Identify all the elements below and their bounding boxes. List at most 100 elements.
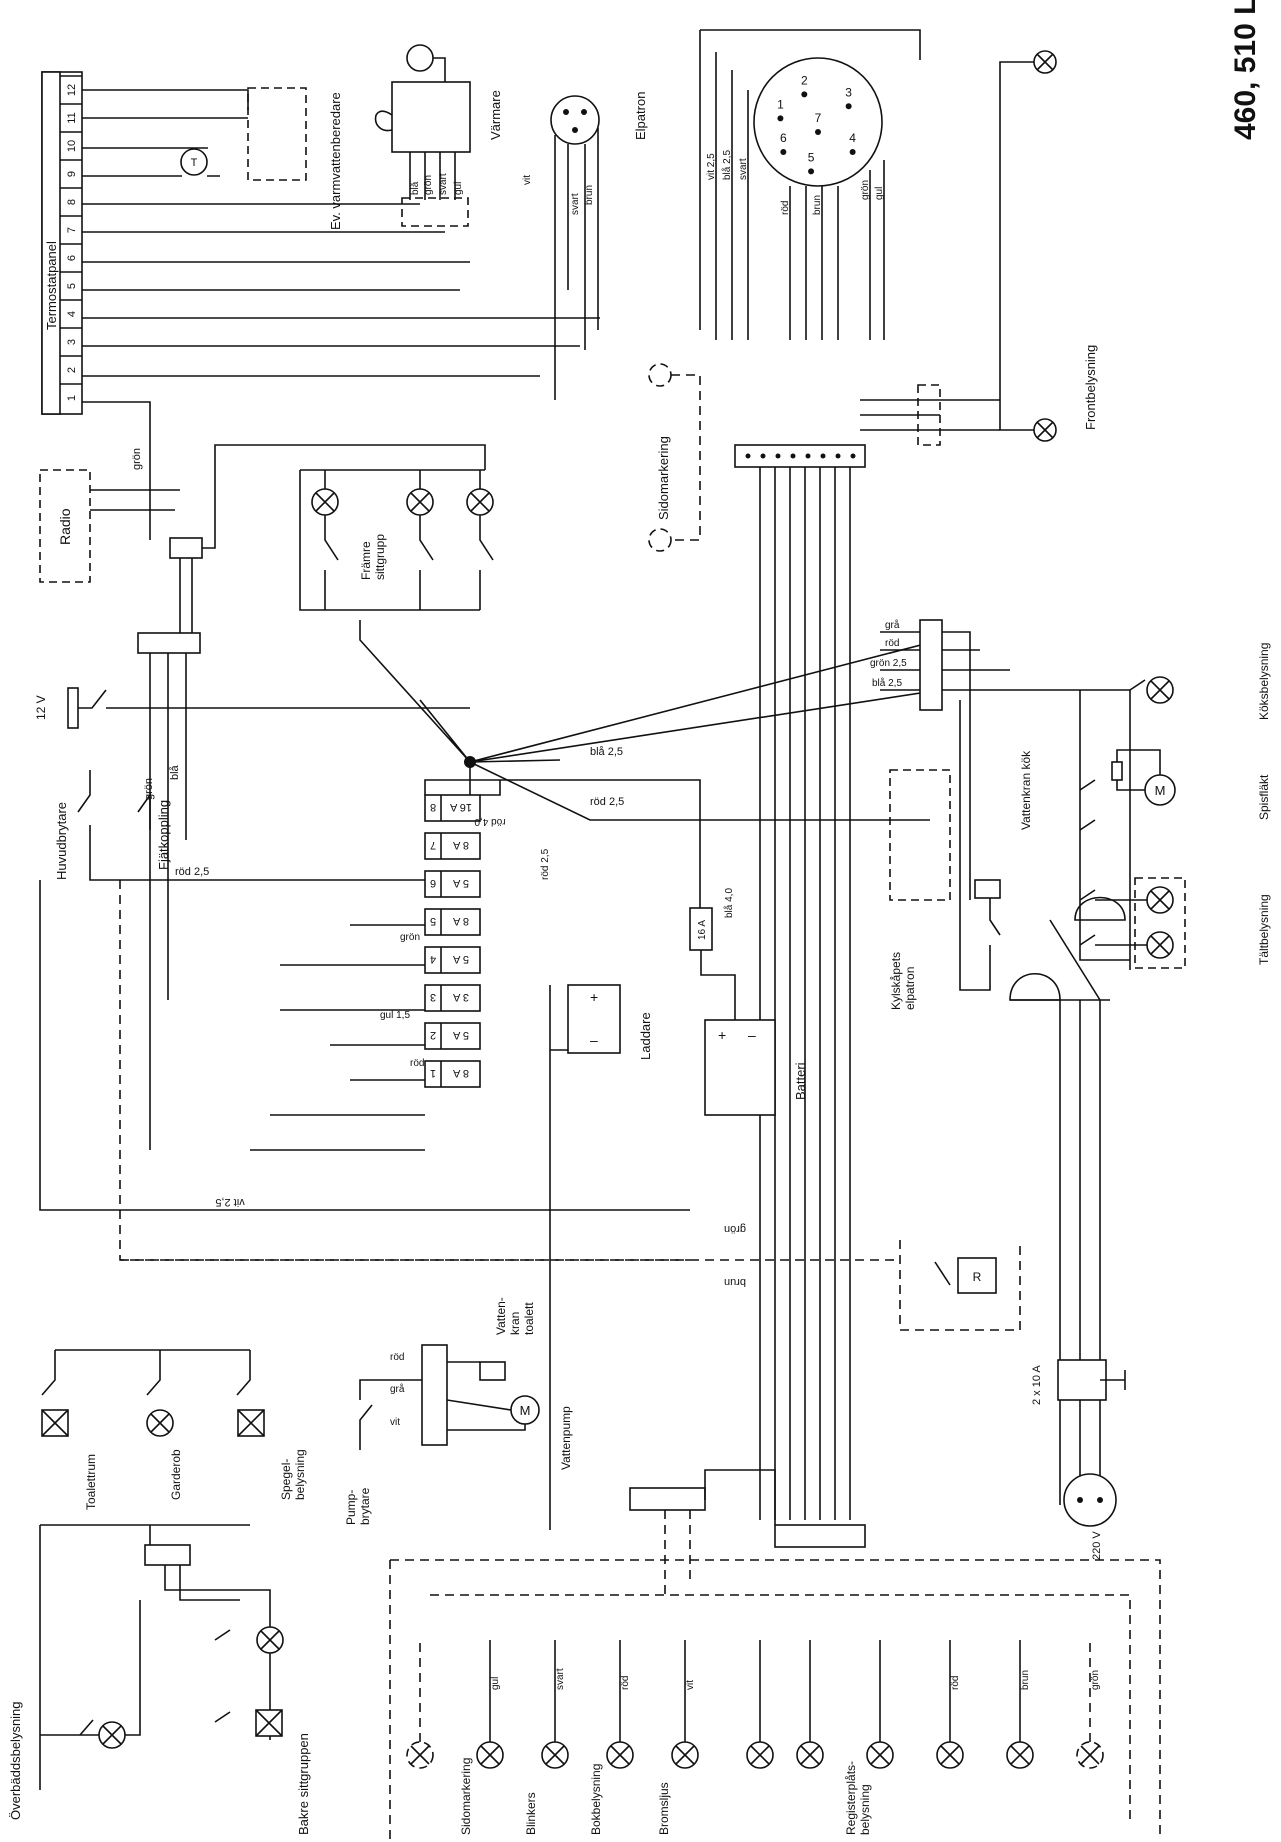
v12-label: 12 V bbox=[34, 695, 48, 720]
wire-label-svart-3: svart bbox=[738, 158, 749, 180]
wire-label-vit25-long: vit 2,5 bbox=[215, 1196, 244, 1208]
wire-label-gron-c: grön bbox=[860, 180, 871, 200]
vattenkran-kok-label: Vattenkran kök bbox=[1019, 750, 1033, 830]
rear-lamp bbox=[936, 1640, 964, 1769]
radio-terminal-strip bbox=[137, 632, 201, 654]
framre-label-2: sittgrupp bbox=[373, 534, 387, 580]
elpatron-label: Elpatron bbox=[633, 92, 648, 140]
fjatkoppling-label: Fjätkoppling bbox=[156, 800, 171, 870]
rear-bed-lights: Överbäddsbelysning Bakre sittgruppen bbox=[8, 1524, 311, 1835]
wire-label-gul15: gul 1,5 bbox=[380, 1010, 410, 1021]
taltbelysning-label: Tältbelysning bbox=[1257, 894, 1271, 965]
batteri-minus: – bbox=[748, 1027, 756, 1043]
relay-label: R bbox=[973, 1270, 982, 1284]
sidomarkering-top-lamp-1 bbox=[648, 363, 672, 387]
rear-lamp bbox=[671, 1640, 699, 1769]
registerplats-label-2: belysning bbox=[858, 1784, 872, 1835]
connector-pin-1: 1 bbox=[777, 97, 784, 111]
fuse-rating: 8 A bbox=[452, 839, 469, 851]
toalett-group: Toalettrum Garderob Spegel- belysning bbox=[41, 1349, 307, 1510]
thermostat-t-label: T bbox=[191, 157, 198, 169]
wire-label-vit25: vit 2,5 bbox=[706, 153, 717, 180]
terminal-11: 11 bbox=[66, 112, 78, 123]
terminal-5: 5 bbox=[66, 283, 78, 289]
rear-wire-label: grön bbox=[1090, 1670, 1101, 1690]
mains-220v: 2 x 10 A 220 V bbox=[1009, 896, 1126, 1560]
terminal-1: 1 bbox=[66, 395, 78, 401]
rear-lamp bbox=[606, 1640, 634, 1769]
batteri-plus: + bbox=[718, 1027, 726, 1043]
wire-label-bla-2: blå bbox=[169, 764, 181, 780]
fuse-number: 8 bbox=[430, 801, 436, 813]
thermostat-sensor-icon bbox=[180, 148, 208, 176]
fuse-rating: 5 A bbox=[452, 953, 469, 965]
wire-label-rod25: röd 2,5 bbox=[175, 866, 209, 878]
blinkers-label: Blinkers bbox=[524, 1792, 538, 1835]
elpatron-socket-icon bbox=[550, 95, 600, 145]
fuse-number: 3 bbox=[430, 991, 436, 1003]
varmare: Värmare blå grön svart gul bbox=[374, 44, 503, 227]
rear-lamp bbox=[1076, 1640, 1104, 1769]
fuse-rating: 5 A bbox=[452, 1029, 469, 1041]
sidomarkering-bottom-label: Sidomarkering bbox=[459, 1758, 473, 1835]
wire-label-gron-1: grön bbox=[131, 448, 143, 470]
varmvatten-label: Ev. varmvattenberedare bbox=[328, 92, 343, 230]
wire-label-rod-f3: röd bbox=[410, 1058, 424, 1069]
rear-lamp bbox=[1006, 1640, 1034, 1769]
kran-toa-label-1: Vatten- bbox=[494, 1297, 508, 1335]
batteri-box bbox=[704, 1019, 776, 1116]
frontbelysning-label: Frontbelysning bbox=[1083, 345, 1098, 430]
termostatpanel-label: Termostatpanel bbox=[44, 241, 59, 330]
connector-pin-7: 7 bbox=[815, 111, 822, 125]
relay-box bbox=[957, 1257, 997, 1294]
wire-label-gron-2: grön bbox=[143, 778, 155, 800]
toalettrum-label: Toalettrum bbox=[84, 1454, 98, 1510]
vattenpump-m: M bbox=[520, 1403, 531, 1418]
fuse-number: 6 bbox=[430, 877, 436, 889]
wire-label-gul: gul bbox=[453, 182, 464, 195]
varmvattenberedare-box bbox=[247, 87, 307, 181]
radio-connector bbox=[169, 537, 203, 559]
wire-label-pump-rod: röd bbox=[390, 1352, 404, 1363]
wire-label-brun-long: brun bbox=[724, 1276, 746, 1288]
rear-wire-label: röd bbox=[950, 1676, 961, 1690]
wire-label-center-bla25: blå 2,5 bbox=[590, 746, 623, 758]
connector-pin-6: 6 bbox=[780, 131, 787, 145]
spisflakt-m: M bbox=[1155, 783, 1166, 798]
bokbelysning-label: Bokbelysning bbox=[589, 1764, 603, 1835]
fuse-number: 1 bbox=[430, 1067, 436, 1079]
wire-label-rod25-b: röd 2,5 bbox=[540, 848, 551, 880]
wire-label-bla25: blå 2,5 bbox=[721, 150, 733, 180]
vattenkran-kok-box bbox=[974, 879, 1001, 899]
wire-label-gul-c: gul bbox=[874, 187, 885, 200]
wire-label-rod: röd bbox=[780, 201, 791, 215]
fuse-number: 2 bbox=[430, 1029, 436, 1041]
terminal-8: 8 bbox=[66, 199, 78, 205]
rear-lamp bbox=[541, 1640, 569, 1769]
registerplats-label-1: Registerplåts- bbox=[844, 1761, 858, 1835]
varmare-fan-icon bbox=[406, 44, 434, 72]
v220-label: 220 V bbox=[1091, 1531, 1103, 1560]
overbadd-label: Överbäddsbelysning bbox=[8, 1701, 23, 1820]
spegel-label-2: belysning bbox=[293, 1449, 307, 1500]
wire-label-bla: blå bbox=[409, 181, 421, 195]
kran-toa-label-2: kran bbox=[508, 1312, 522, 1335]
rear-lamp bbox=[796, 1640, 824, 1769]
fuse-number: 4 bbox=[430, 953, 436, 965]
radio-label: Radio bbox=[57, 508, 73, 545]
front-terminal-strip bbox=[734, 444, 866, 468]
terminal-9: 9 bbox=[66, 171, 78, 177]
fuse-rating: 8 A bbox=[452, 915, 469, 927]
wire-label-svart-2: svart bbox=[570, 193, 581, 215]
terminal-6: 6 bbox=[66, 255, 78, 261]
wire-label-pump-gra: grå bbox=[390, 1383, 405, 1395]
framre-label-1: Främre bbox=[359, 541, 373, 580]
laddare-minus: – bbox=[590, 1032, 598, 1048]
wire-label-bla25-r: blå 2,5 bbox=[872, 677, 902, 689]
rear-wire-label: röd bbox=[620, 1676, 631, 1690]
